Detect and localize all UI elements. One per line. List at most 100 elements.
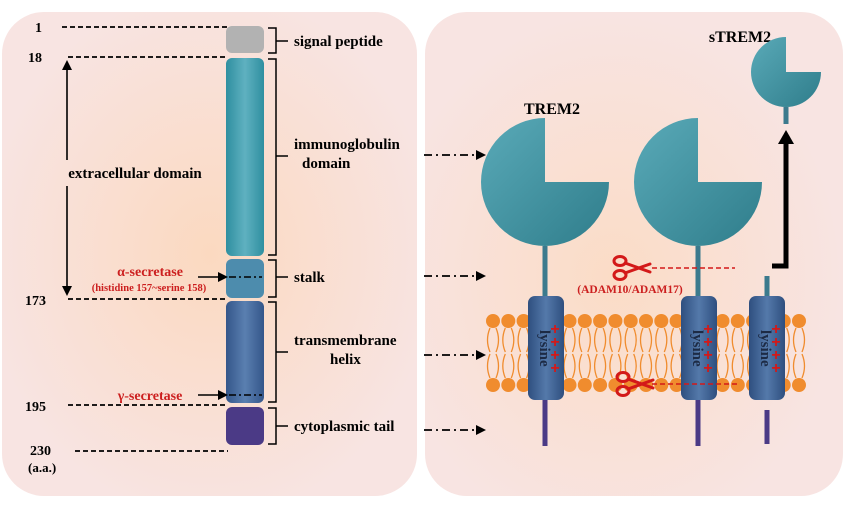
lipid-tail — [624, 353, 637, 379]
lipid-head — [654, 378, 669, 392]
lipid-tail — [655, 327, 668, 353]
residue-1: 1 — [35, 21, 42, 36]
shedding-arrowhead — [778, 130, 794, 144]
lipid-head — [593, 314, 608, 328]
positive-charge: + — [771, 334, 780, 351]
signal-peptide-block — [226, 26, 264, 53]
positive-charge: + — [550, 347, 559, 364]
trem2-label: TREM2 — [524, 101, 580, 118]
lipid-head — [516, 314, 531, 328]
domain-brackets — [268, 27, 288, 445]
lipid-head — [792, 314, 806, 328]
lipid-tail — [486, 327, 500, 353]
unit-label: (a.a.) — [28, 460, 56, 475]
extracellular-domain-label: extracellular domain — [68, 166, 202, 182]
lipid-tail — [593, 353, 607, 379]
arrowhead-up — [62, 60, 72, 70]
lipid-tail — [593, 327, 607, 353]
lipid-head — [501, 314, 516, 328]
alpha-arrowhead — [218, 272, 228, 282]
lipid-head — [730, 378, 745, 392]
residue-230: 230 — [30, 444, 51, 459]
strem2-label: sTREM2 — [709, 29, 771, 46]
lipid-head — [715, 378, 730, 392]
lipid-tail — [624, 327, 637, 353]
lipid-tail — [502, 353, 515, 379]
connector-arrowheads — [476, 150, 486, 435]
lipid-tail — [792, 327, 806, 353]
lipid-tail — [578, 353, 591, 379]
positive-charge: + — [703, 334, 712, 351]
domain-label-signal-peptide: signal peptide — [294, 34, 383, 50]
lipid-head — [577, 314, 592, 328]
trem2-ig-head-1 — [481, 118, 609, 246]
tm-helix-2 — [681, 296, 717, 400]
lipid-tail — [639, 327, 653, 353]
left-panel — [2, 12, 417, 496]
lipid-head — [623, 314, 638, 328]
lipid-head — [562, 314, 577, 328]
lipid-head — [486, 314, 500, 328]
alpha-secretase-label: α-secretase — [117, 265, 183, 280]
lipid-tail — [502, 327, 515, 353]
positive-charge: + — [550, 360, 559, 377]
residue-18: 18 — [28, 51, 42, 66]
lipid-head — [516, 378, 531, 392]
shedding-arrow — [772, 142, 789, 269]
lipid-head — [669, 314, 684, 328]
strem2-head — [751, 37, 821, 107]
lipid-head — [792, 378, 806, 392]
lipid-tail — [731, 327, 744, 353]
domain-label-stalk: stalk — [294, 270, 326, 286]
lipid-tail — [639, 353, 653, 379]
cytoplasmic-block — [226, 407, 264, 445]
tm-helix-3 — [749, 296, 785, 400]
lipid-head — [501, 378, 516, 392]
tm-helix-1 — [528, 296, 564, 400]
lipid-tail — [578, 327, 591, 353]
lysine-label-3: lysine — [757, 330, 773, 367]
alpha-secretase-site: (histidine 157~serine 158) — [92, 283, 207, 294]
lipid-tail — [731, 353, 744, 379]
immunoglobulin-block — [226, 58, 264, 256]
lipid-head — [715, 314, 730, 328]
positive-charge: + — [771, 321, 780, 338]
positive-charge: + — [703, 347, 712, 364]
domain-label-cytoplasmic: cytoplasmic tail — [294, 419, 394, 435]
connector-arrows — [424, 154, 476, 431]
residue-195: 195 — [25, 400, 46, 415]
adam-protease-label: (ADAM10/ADAM17) — [577, 284, 683, 296]
positive-charge: + — [703, 360, 712, 377]
lipid-tail — [655, 353, 668, 379]
residue-lines — [62, 26, 228, 452]
lipid-head — [669, 378, 684, 392]
arrowhead-down — [62, 286, 72, 296]
lipid-head — [730, 314, 745, 328]
positive-charge: + — [550, 321, 559, 338]
lipid-tail — [792, 353, 806, 379]
lipid-tail — [609, 353, 622, 379]
gamma-arrowhead — [218, 390, 228, 400]
lipid-head — [593, 378, 608, 392]
trem2-ig-head-2 — [634, 118, 762, 246]
lipid-head — [654, 314, 669, 328]
positive-charge: + — [771, 347, 780, 364]
lipid-head — [608, 314, 623, 328]
positive-charges: ++++++++++++ — [550, 321, 780, 377]
lipid-head — [562, 378, 577, 392]
scissors-icon — [612, 255, 652, 281]
lipid-head — [577, 378, 592, 392]
lysine-label-2: lysine — [689, 330, 705, 367]
lipid-head — [639, 314, 653, 328]
lipid-head — [486, 378, 500, 392]
scissors-icon-gamma — [615, 371, 655, 397]
residue-173: 173 — [25, 294, 46, 309]
gamma-secretase-label: γ-secretase — [117, 389, 183, 404]
transmembrane-block — [226, 301, 264, 403]
lipid-tail — [486, 353, 500, 379]
positive-charge: + — [771, 360, 780, 377]
positive-charge: + — [703, 321, 712, 338]
